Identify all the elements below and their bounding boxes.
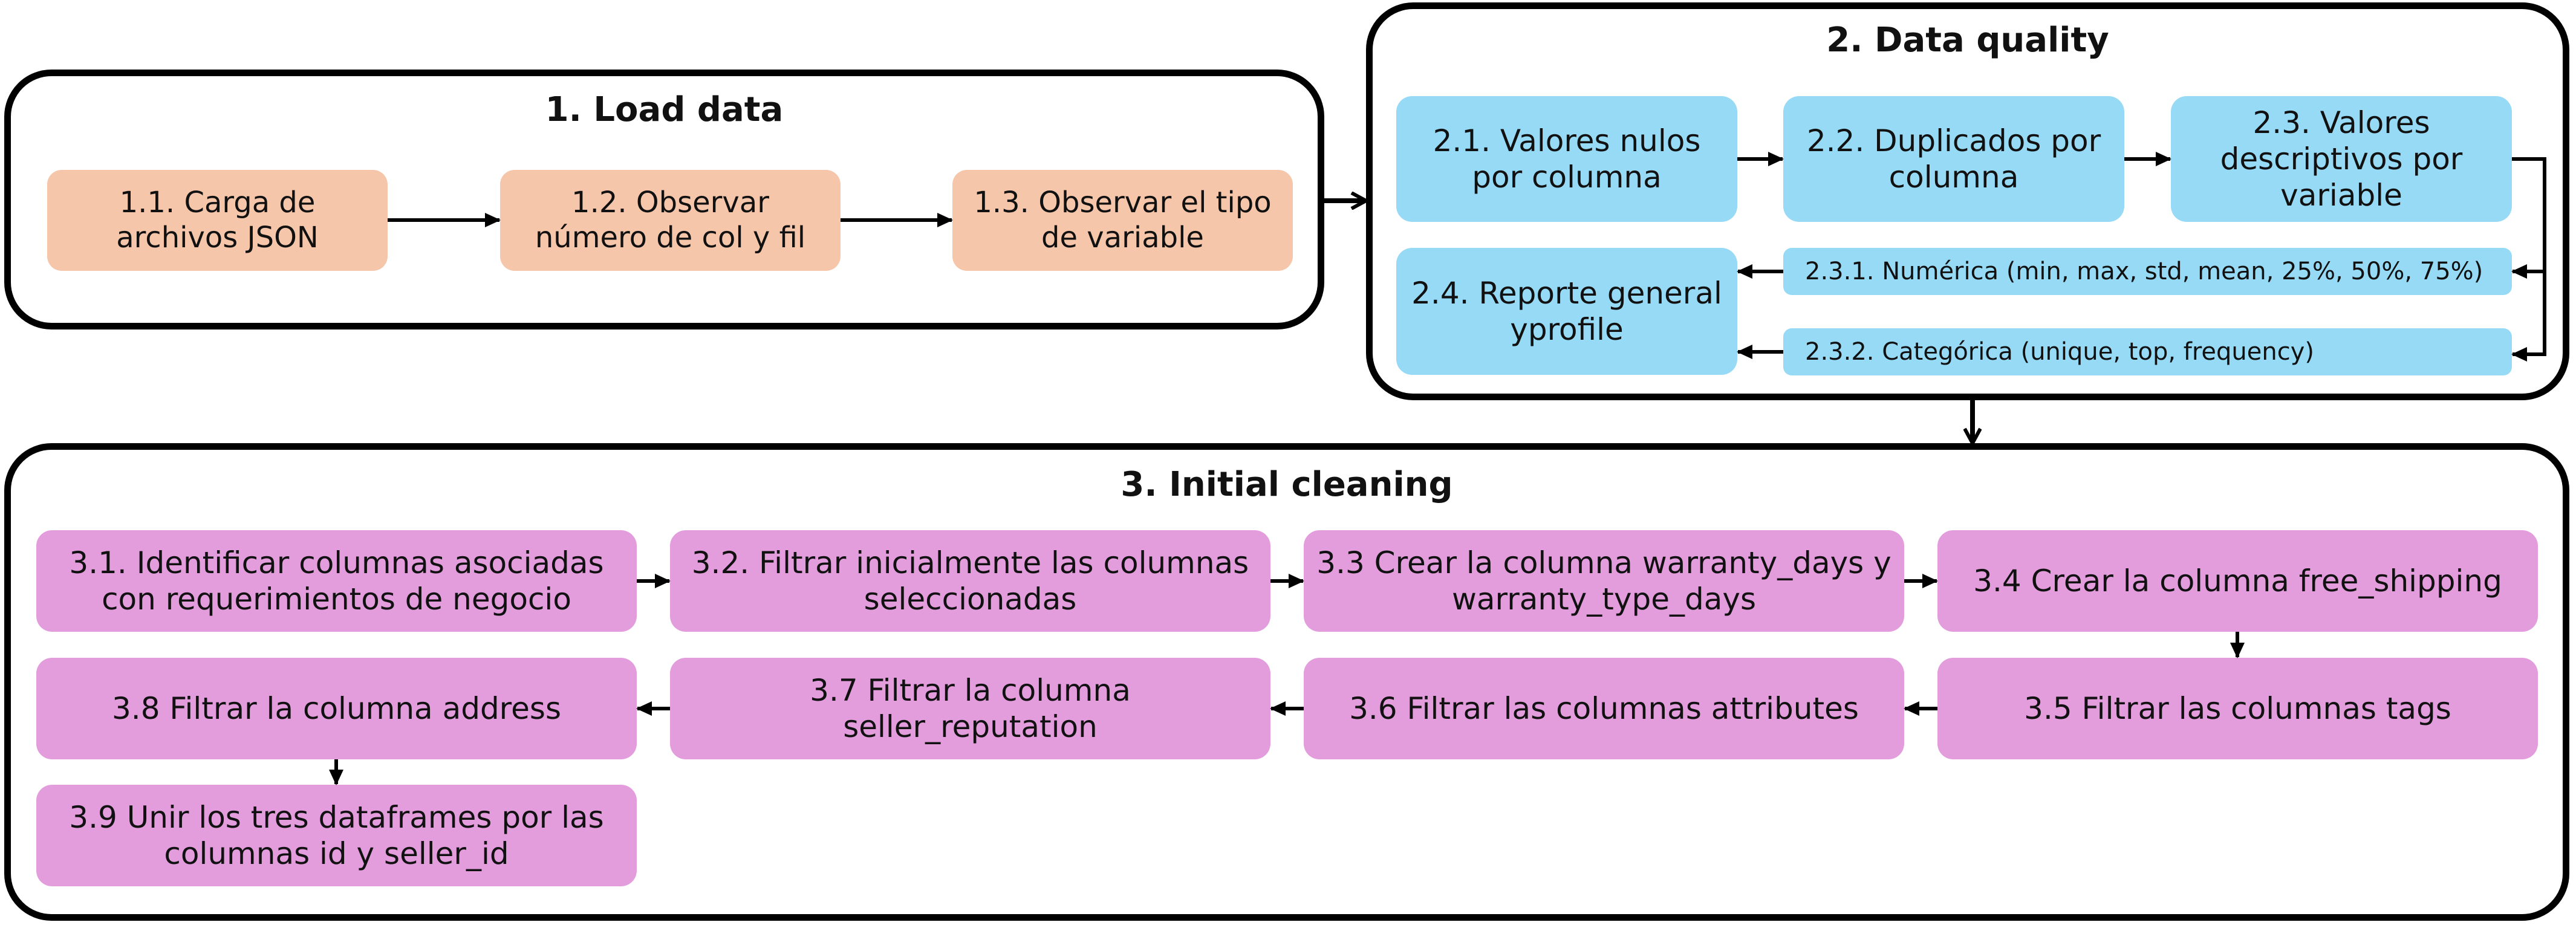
substep-2-3-2: 2.3.2. Categórica (unique, top, frequenc… [1783,328,2512,375]
step-3-3: 3.3 Crear la columna warranty_days y war… [1304,530,1904,632]
step-3-1: 3.1. Identificar columnas asociadas con … [36,530,637,632]
section-title-data-quality: 2. Data quality [1826,21,2109,60]
step-1-3: 1.3. Observar el tipo de variable [952,170,1293,271]
step-3-6: 3.6 Filtrar las columnas attributes [1304,658,1904,759]
step-1-2: 1.2. Observar número de col y fil [500,170,841,271]
step-3-4: 3.4 Crear la columna free_shipping [1937,530,2538,632]
step-1-1: 1.1. Carga de archivos JSON [47,170,388,271]
section-title-load-data: 1. Load data [545,90,784,129]
step-2-1: 2.1. Valores nulos por columna [1396,96,1737,222]
step-3-7: 3.7 Filtrar la columna seller_reputation [670,658,1270,759]
step-3-8: 3.8 Filtrar la columna address [36,658,637,759]
step-2-4: 2.4. Reporte general yprofile [1396,248,1737,375]
section-title-initial-cleaning: 3. Initial cleaning [1120,465,1453,504]
step-3-5: 3.5 Filtrar las columnas tags [1937,658,2538,759]
step-2-3: 2.3. Valores descriptivos por variable [2171,96,2512,222]
step-2-2: 2.2. Duplicados por columna [1783,96,2124,222]
step-3-9: 3.9 Unir los tres dataframes por las col… [36,785,637,886]
substep-2-3-1: 2.3.1. Numérica (min, max, std, mean, 25… [1783,248,2512,295]
step-3-2: 3.2. Filtrar inicialmente las columnas s… [670,530,1270,632]
